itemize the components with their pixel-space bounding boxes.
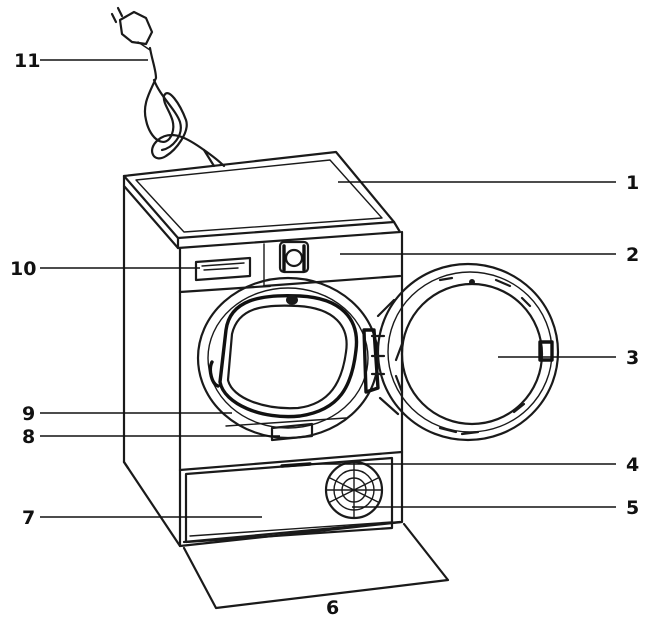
power-cord	[143, 46, 226, 168]
callout-8: 8	[22, 426, 35, 448]
control-display	[194, 256, 252, 282]
callout-4: 4	[626, 454, 639, 476]
callout-1: 1	[626, 172, 639, 194]
callout-9: 9	[22, 403, 35, 425]
callout-6: 6	[326, 597, 339, 619]
plinth-panel	[182, 520, 450, 610]
ventilation-grille	[324, 460, 384, 520]
callout-10: 10	[10, 258, 36, 280]
program-knob-icon	[278, 240, 310, 274]
callout-3: 3	[626, 347, 639, 369]
callout-5: 5	[626, 497, 639, 519]
callout-7: 7	[22, 507, 35, 529]
open-door	[376, 262, 560, 442]
callout-leaders	[40, 59, 616, 518]
door-opening	[196, 276, 380, 442]
callout-2: 2	[626, 244, 639, 266]
callout-11: 11	[14, 50, 40, 72]
power-plug-icon	[110, 6, 154, 51]
callout-labels: 11 1 2 3 4 5 6 7 8 9 10	[10, 50, 639, 619]
